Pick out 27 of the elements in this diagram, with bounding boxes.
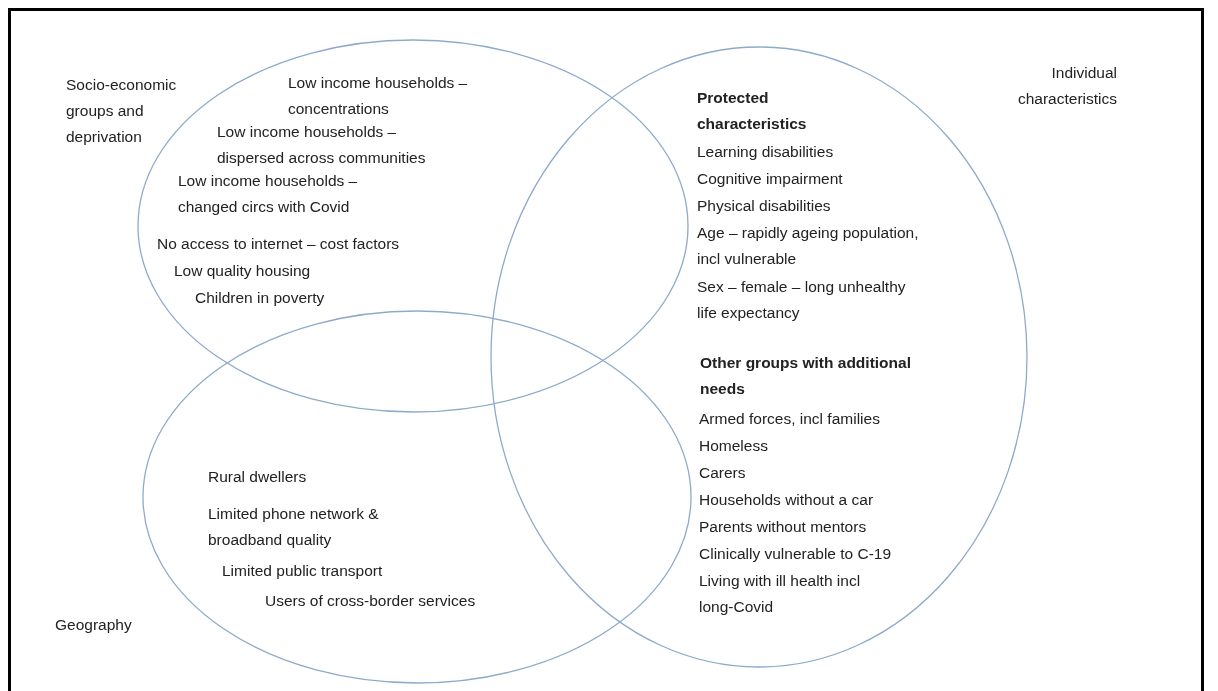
- list-item: Users of cross-border services: [265, 591, 477, 611]
- group-heading: Protected characteristics: [697, 88, 808, 134]
- list-item: Cognitive impairment: [697, 169, 844, 189]
- list-item: Limited phone network & broadband quality: [208, 504, 380, 550]
- list-item: Children in poverty: [195, 288, 326, 308]
- list-item: Low income households – changed circs with Covid: [178, 171, 359, 217]
- list-item: Homeless: [699, 436, 769, 456]
- list-item: Living with ill health incl long-Covid: [699, 571, 862, 617]
- list-item: Households without a car: [699, 490, 875, 510]
- list-item: Learning disabilities: [697, 142, 835, 162]
- list-item: Carers: [699, 463, 747, 483]
- list-item: Rural dwellers: [208, 467, 308, 487]
- category-label: Socio-economic groups and deprivation: [66, 75, 178, 147]
- list-item: Sex – female – long unhealthy life expectancy: [697, 277, 907, 323]
- list-item: Physical disabilities: [697, 196, 832, 216]
- list-item: Clinically vulnerable to C-19: [699, 544, 893, 564]
- list-item: Age – rapidly ageing population, incl vulnerable: [697, 223, 920, 269]
- list-item: Parents without mentors: [699, 517, 868, 537]
- list-item: Low income households – concentrations: [288, 73, 469, 119]
- list-item: No access to internet – cost factors: [157, 234, 401, 254]
- list-item: Armed forces, incl families: [699, 409, 881, 429]
- list-item: Low income households – dispersed across communities: [217, 122, 427, 168]
- category-label: Geography: [55, 615, 133, 635]
- list-item: Limited public transport: [222, 561, 384, 581]
- category-label: Individual characteristics: [1016, 63, 1117, 109]
- list-item: Low quality housing: [174, 261, 312, 281]
- group-heading: Other groups with additional needs: [700, 353, 912, 399]
